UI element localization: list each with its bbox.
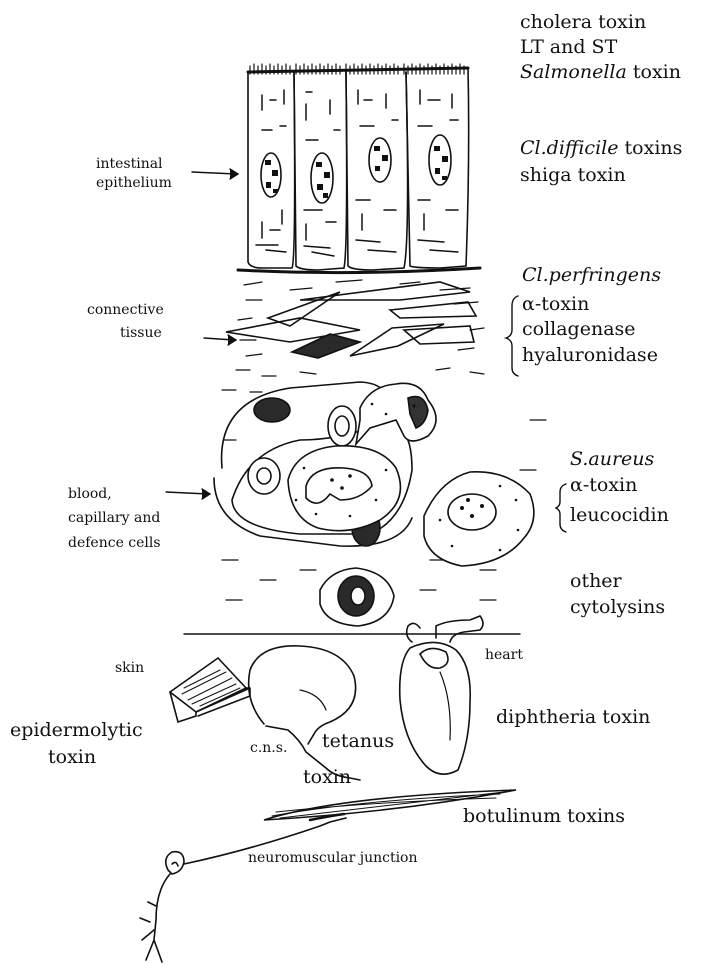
label-neuromuscular-junction: neuromuscular junction [248,851,418,865]
label-lt-and-st: LT and ST [520,38,617,57]
label-salmonella-rest: toxin [633,61,681,83]
label-alpha-toxin-perfringens: α-toxin [522,295,589,314]
label-leucocidin: leucocidin [570,506,669,525]
label-epidermolytic: epidermolytic [10,721,143,740]
label-shiga-toxin: shiga toxin [520,166,626,185]
label-other: other [570,572,622,591]
label-intestinal: intestinal [96,157,163,171]
blood-cells-drawing [214,382,546,626]
label-epithelium: epithelium [96,176,172,190]
connective-tissue-drawing [226,280,484,376]
intestinal-epithelium-drawing [238,64,480,273]
motor-neuron-drawing [140,818,346,962]
label-cl-perfringens: Cl.perfringens [522,266,661,285]
label-capillary-and: capillary and [68,511,160,525]
label-s-aureus: S.aureus [570,450,654,469]
label-alpha-toxin-aureus: α-toxin [570,476,637,495]
label-cholera-toxin: cholera toxin [520,13,646,32]
label-connective: connective [87,303,164,317]
label-tetanus: tetanus [322,732,394,751]
label-botulinum-toxins: botulinum toxins [463,807,625,826]
label-cytolysins: cytolysins [570,598,665,617]
pointer-arrows [166,169,238,499]
label-cl-difficile-italic: Cl.difficile [520,137,618,159]
label-epidermolytic-toxin: toxin [48,748,96,767]
label-collagenase: collagenase [522,320,636,339]
label-defence-cells: defence cells [68,536,161,550]
label-cl-difficile-toxins: Cl.difficile toxins [520,139,682,158]
label-skin: skin [115,661,144,675]
skin-drawing [170,658,250,722]
cns-drawing [249,646,360,780]
label-cns: c.n.s. [250,741,287,755]
label-cl-difficile-rest: toxins [625,137,683,159]
label-blood: blood, [68,487,112,501]
label-hyaluronidase: hyaluronidase [522,346,658,365]
label-salmonella-italic: Salmonella [520,61,627,83]
label-diphtheria-toxin: diphtheria toxin [496,708,650,727]
label-tissue: tissue [120,326,162,340]
heart-drawing [400,616,483,774]
label-heart: heart [485,648,523,662]
label-salmonella-toxin: Salmonella toxin [520,63,681,82]
label-tetanus-toxin: toxin [303,768,351,787]
